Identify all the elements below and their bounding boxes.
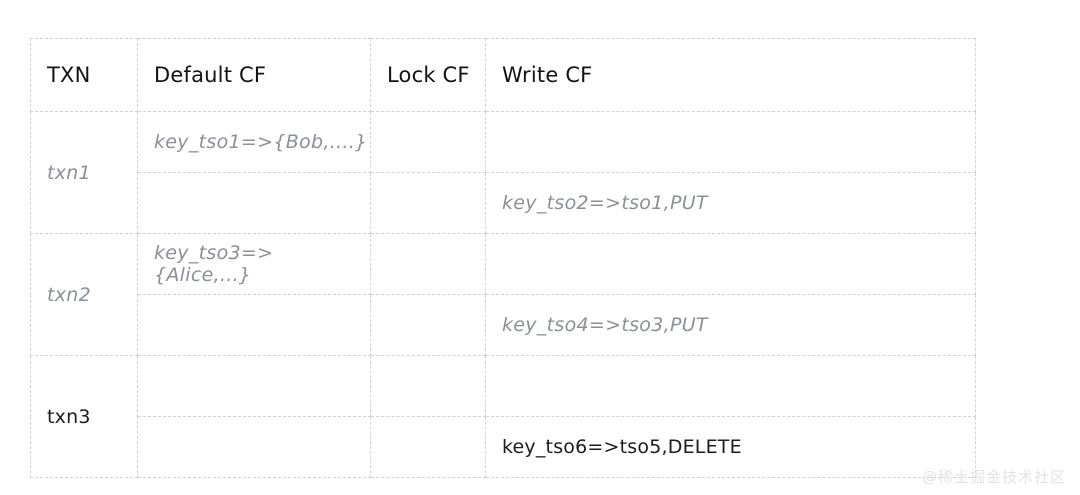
cell-lock-cf: [370, 111, 486, 173]
cell-txn: txn3: [30, 355, 138, 478]
table-row: key_tso6=>tso5,DELETE: [31, 416, 976, 478]
table-row: txn3: [30, 355, 976, 478]
watermark: @稀土掘金技术社区: [921, 468, 1066, 486]
table-row: key_tso2=>tso1,PUT: [31, 172, 976, 234]
cell-write-cf: [485, 111, 976, 173]
cell-default-cf: key_tso1=>{Bob,....}: [137, 111, 371, 173]
table-header: TXN Default CF Lock CF Write CF: [30, 38, 976, 112]
cell-write-cf: key_tso2=>tso1,PUT: [485, 172, 976, 234]
cell-write-cf: key_tso6=>tso5,DELETE: [485, 416, 976, 478]
column-header-default-cf: Default CF: [137, 38, 371, 112]
cell-write-cf: key_tso4=>tso3,PUT: [485, 294, 976, 356]
table-row: txn1 key_tso1=>{Bob,....}: [30, 111, 976, 234]
column-header-lock-cf: Lock CF: [370, 38, 486, 112]
cell-default-cf: key_tso3=>{Alice,...}: [137, 233, 371, 295]
table-body: txn1 key_tso1=>{Bob,....} key_tso2=>tso1…: [30, 111, 976, 478]
column-header-txn: TXN: [30, 38, 138, 112]
cell-lock-cf: [370, 233, 486, 295]
cell-lock-cf: [370, 416, 486, 478]
cell-lock-cf: [370, 294, 486, 356]
cell-default-cf: [137, 416, 371, 478]
cell-write-cf: [485, 355, 976, 417]
cell-default-cf: [137, 294, 371, 356]
cell-lock-cf: [370, 355, 486, 417]
table-row: txn2 key_tso3=>{Alice,...}: [30, 233, 976, 356]
cell-lock-cf: [370, 172, 486, 234]
cell-txn: txn1: [30, 111, 138, 234]
cell-write-cf: [485, 233, 976, 295]
table-header-row: TXN Default CF Lock CF Write CF: [30, 38, 976, 112]
column-header-write-cf: Write CF: [485, 38, 976, 112]
table-row: key_tso4=>tso3,PUT: [31, 294, 976, 356]
cell-default-cf: [137, 172, 371, 234]
cell-default-cf: [137, 355, 371, 417]
cell-txn: txn2: [30, 233, 138, 356]
transaction-cf-table: TXN Default CF Lock CF Write CF txn1 key…: [30, 38, 976, 478]
